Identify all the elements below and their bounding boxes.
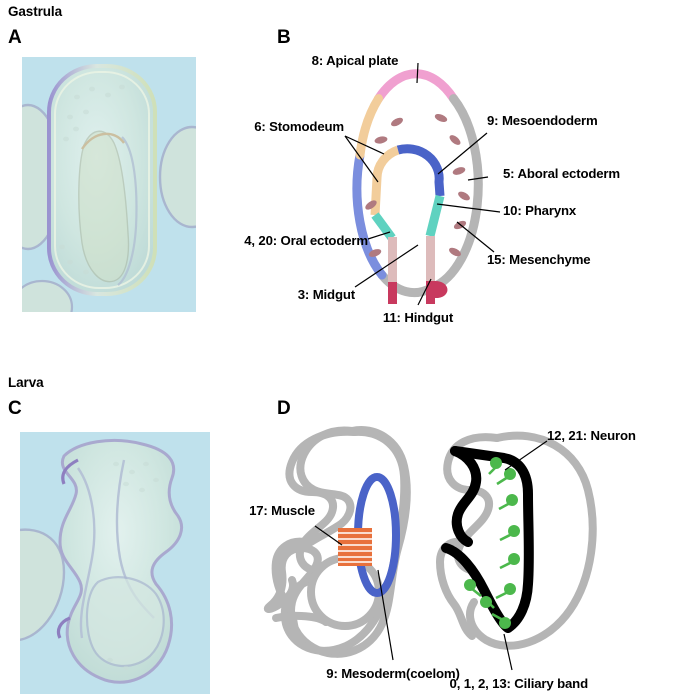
region-pharynx-left[interactable] [371,212,396,241]
panel-letter-b: B [277,27,291,48]
region-hindgut-right[interactable] [426,281,435,304]
label-midgut: 3: Midgut [297,287,355,302]
label-aboral-ectoderm: 5: Aboral ectoderm [503,166,620,181]
region-muscle[interactable] [338,528,372,566]
gastrula-image [22,57,196,312]
region-stomodeum-wall[interactable] [355,94,383,160]
neuron-larva-outline-right[interactable] [466,431,597,650]
region-ciliary-band-upper[interactable] [450,446,534,633]
label-ciliary-band: 0, 1, 2, 13: Ciliary band [449,676,589,691]
region-hindgut-bulb[interactable] [435,281,448,298]
region-stomodeum-inner[interactable] [370,145,400,216]
gastrula-diagram [344,62,501,306]
label-neuron: 12, 21: Neuron [547,428,636,443]
region-aboral-ectoderm[interactable] [427,94,483,292]
panel-letter-d: D [277,398,291,419]
neuron-cells[interactable] [464,457,520,629]
panelB-leader-lines [344,62,501,306]
label-muscle: 17: Muscle [249,503,315,518]
region-mesoendoderm[interactable] [396,144,445,197]
region-apical-plate[interactable] [374,69,458,104]
larva-image [20,432,210,694]
stage-title-larva: Larva [8,375,44,390]
region-hindgut-left[interactable] [388,282,397,304]
region-ciliary-band-notch[interactable] [450,446,482,547]
larva-diagram-neuron [435,431,597,671]
label-mesoendoderm: 9: Mesoendoderm [487,113,598,128]
label-stomodeum: 6: Stomodeum [254,119,344,134]
label-mesenchyme: 15: Mesenchyme [487,252,591,267]
label-hindgut: 11: Hindgut [382,310,454,325]
larva-diagram-muscle [263,426,411,661]
larva-outline-lower-left[interactable] [271,537,308,644]
label-mesoderm-coelom: 9: Mesoderm(coelom) [326,666,460,681]
micrograph-gastrula [22,57,196,312]
region-midgut-right[interactable] [426,236,435,281]
panel-letter-c: C [8,398,22,419]
micrograph-larva [20,432,210,694]
label-oral-ectoderm: 4, 20: Oral ectoderm [244,233,368,248]
stage-title-gastrula: Gastrula [8,4,62,19]
panel-letter-a: A [8,27,22,48]
region-midgut-left[interactable] [388,237,397,282]
region-oral-ectoderm[interactable] [352,150,387,280]
larva-outline-right-arc[interactable] [280,427,409,655]
panelD-left-leader-lines [314,525,394,661]
panelD-right-leader-lines [503,440,548,671]
label-pharynx: 10: Pharynx [503,203,577,218]
region-pharynx-right[interactable] [425,194,445,238]
label-apical-plate: 8: Apical plate [311,53,399,68]
